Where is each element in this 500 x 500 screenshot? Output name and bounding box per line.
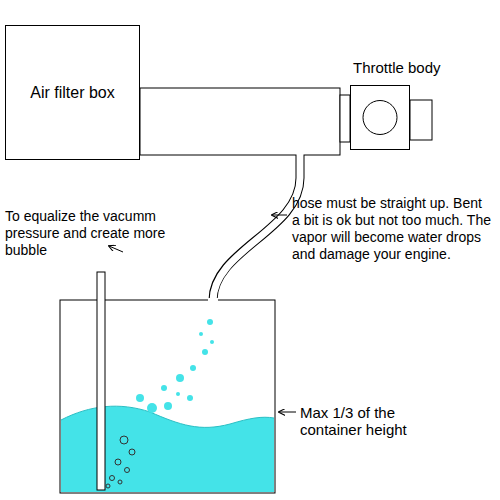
note-label: Max 1/3 of the container height (300, 404, 407, 438)
vapor-bubble (207, 319, 213, 325)
leader-arrow (272, 215, 287, 216)
vapor-bubble (164, 402, 172, 410)
vapor-bubble (199, 332, 203, 336)
vapor-bubble (147, 403, 157, 413)
vapor-bubble (187, 395, 193, 401)
vapor-bubble (176, 374, 184, 382)
throttle-plate (351, 86, 409, 149)
hose-bore (213, 154, 300, 301)
vapor-bubble (190, 365, 196, 371)
water-bubble (125, 468, 130, 473)
note-text: To equalize the vacumm pressure and crea… (5, 208, 195, 259)
throttle-valve (363, 101, 397, 135)
throttle-body: Throttle body (350, 85, 410, 150)
vapor-bubble (161, 385, 167, 391)
air-filter-box: Air filter box (5, 25, 140, 160)
node-label: Air filter box (30, 84, 114, 102)
water (61, 406, 274, 492)
equalizer-tube (97, 272, 105, 490)
hose-outline (213, 155, 300, 300)
water-bubble (106, 484, 110, 488)
pipe-coupler (340, 95, 350, 142)
vapor-bubble (202, 349, 208, 355)
note-text: Max 1/3 of the container height (300, 404, 440, 438)
water-bubble (115, 459, 121, 465)
note-text: hose must be straight up. Bent a bit is … (292, 195, 492, 263)
leader-arrow (279, 412, 296, 413)
bubbles (106, 319, 214, 488)
note-label: hose must be straight up. Bent a bit is … (292, 195, 491, 262)
note-label: To equalize the vacumm pressure and crea… (5, 208, 165, 258)
water-bubble (110, 476, 115, 481)
water-bubble (120, 436, 128, 444)
container (60, 300, 275, 493)
vapor-bubble (136, 394, 144, 402)
leader-arrow (109, 246, 123, 252)
vapor-bubble (210, 340, 214, 344)
intake-pipe (140, 88, 340, 155)
water-bubble (129, 449, 135, 455)
hose-opening (208, 298, 218, 302)
outlet-stub (410, 100, 432, 140)
node-heading: Throttle body (353, 59, 441, 76)
water-bubble (118, 480, 122, 484)
vapor-bubble (176, 392, 180, 396)
